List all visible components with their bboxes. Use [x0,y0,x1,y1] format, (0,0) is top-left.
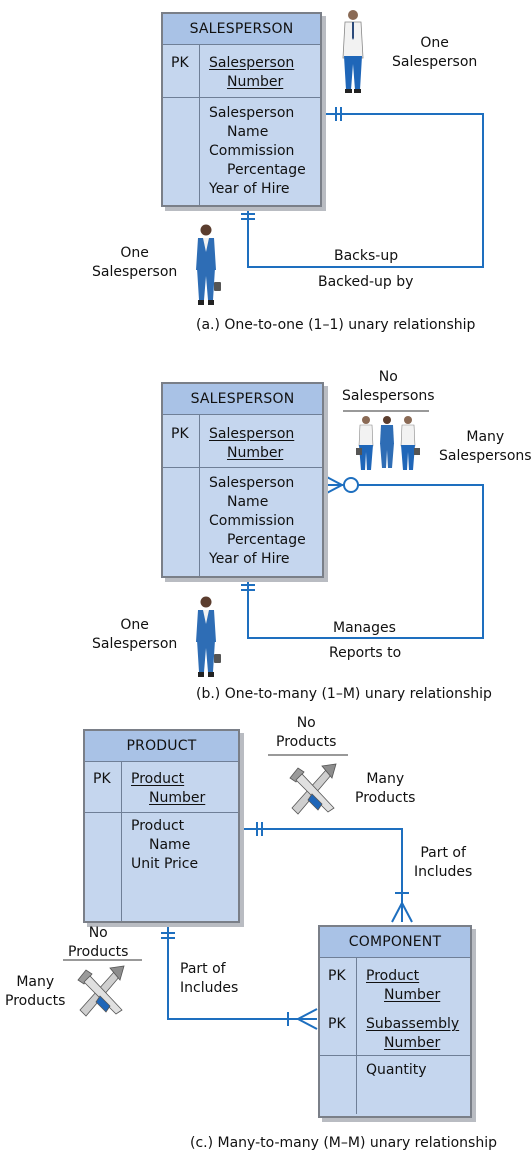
entity-name: SALESPERSON [163,384,322,415]
crow-foot-c1 [391,902,403,923]
entity-name: PRODUCT [85,731,238,762]
pk-row: PK Salesperson Number [163,45,320,98]
pk-marker-2: PK [328,1016,346,1032]
caption-c: (c.) Many-to-many (M–M) unary relationsh… [190,1135,497,1151]
crow-foot-c2 [401,902,413,923]
pk-attr-line2: Number [149,790,206,806]
tools-icon-left [77,965,125,1017]
pk-row: PK Salesperson Number [163,415,322,468]
attr: Product [131,818,185,834]
salesperson-entity-a: SALESPERSON PK Salesperson Number Salesp… [161,12,322,207]
crow-foot-b2 [322,484,343,496]
pk-marker: PK [171,55,189,71]
entity-name: COMPONENT [320,927,470,958]
woman-icon [196,224,221,305]
attr: Name [227,494,269,510]
manages-line [247,484,484,639]
attr: Commission [209,143,295,159]
pk2-attr-line1: Subassembly [366,1016,460,1032]
attr-row: Salesperson Name Commission Percentage Y… [163,98,320,205]
salesperson-entity-b: SALESPERSON PK Salesperson Number Salesp… [161,382,324,578]
part-of-left-line [167,922,317,1020]
tools-icon [289,763,337,815]
manages-label: Manages [333,620,396,636]
pk-attr-line1: Product [131,771,185,787]
attr: Year of Hire [209,551,290,567]
component-entity: COMPONENT PK Product Number PK Subassemb… [318,925,472,1118]
pk-row: PK Product Number [85,762,238,813]
attr-row: Quantity [320,1056,470,1114]
zero-mark-b [343,477,359,493]
man-icon [342,10,364,93]
attr: Percentage [227,162,306,178]
attr: Percentage [227,532,306,548]
reports-to-label: Reports to [329,645,402,661]
attr: Name [149,837,191,853]
salespersons-group-icon [356,416,420,470]
backs-up-line [247,113,484,268]
attr: Name [227,124,269,140]
pk-attr-line1: Salesperson [209,426,295,442]
backed-up-by-label: Backed-up by [318,274,414,290]
pk-marker: PK [93,771,111,787]
part-of-right-line [239,828,403,922]
backs-up-label: Backs-up [334,248,399,264]
pk1-attr-line1: Product [366,968,420,984]
attr: Salesperson [209,105,295,121]
pk-attr-line2: Number [227,445,284,461]
pk-attr-line2: Number [227,74,284,90]
attr-row: Product Name Unit Price [85,813,238,921]
attr: Quantity [366,1062,427,1078]
caption-a: (a.) One-to-one (1–1) unary relationship [196,317,476,333]
pk1-attr-line2: Number [384,987,441,1003]
crow-foot-c4 [297,1018,318,1030]
entity-name: SALESPERSON [163,14,320,45]
woman-icon-b [196,596,221,677]
attr: Commission [209,513,295,529]
pk-attr-line1: Salesperson [209,55,295,71]
pk-marker-1: PK [328,968,346,984]
attr: Year of Hire [209,181,290,197]
product-entity: PRODUCT PK Product Number Product Name U… [83,729,240,923]
attr: Unit Price [131,856,199,872]
pk-row: PK Product Number PK Subassembly Number [320,958,470,1056]
attr-row: Salesperson Name Commission Percentage Y… [163,468,322,576]
crow-foot-c3 [297,1008,318,1020]
attr: Salesperson [209,475,295,491]
caption-b: (b.) One-to-many (1–M) unary relationshi… [196,686,492,702]
pk2-attr-line2: Number [384,1035,441,1051]
crow-foot-b1 [322,474,343,486]
pk-marker: PK [171,426,189,442]
